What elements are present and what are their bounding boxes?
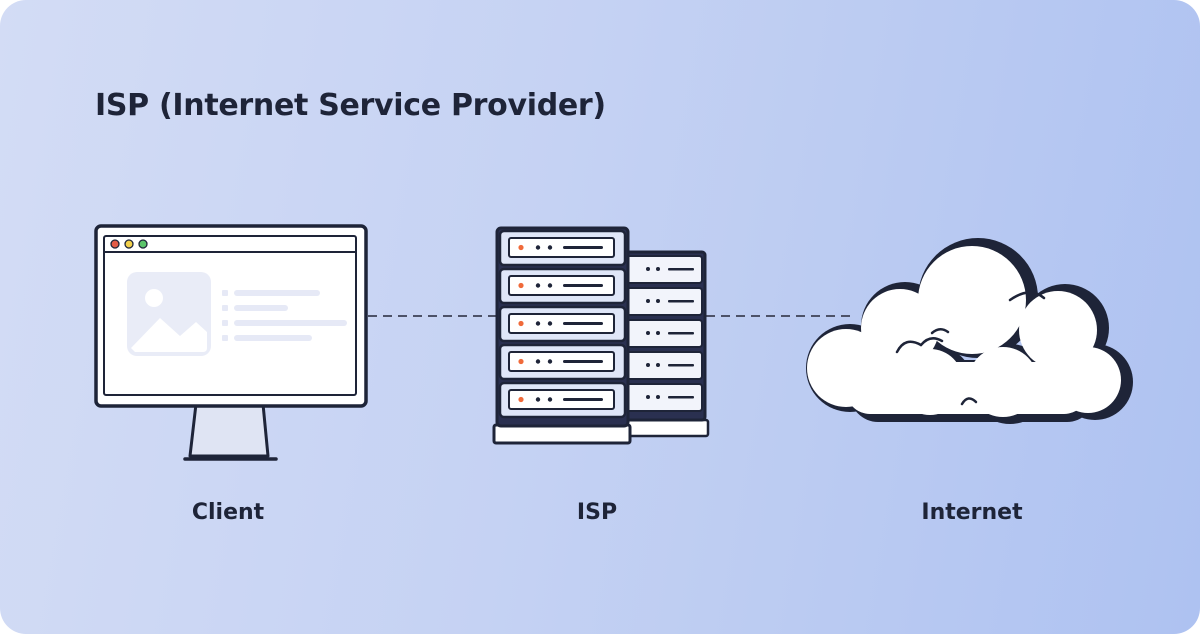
monitor-icon xyxy=(94,224,368,461)
window-maximize-dot xyxy=(138,239,148,249)
isp-label: ISP xyxy=(576,500,618,525)
diagram-title: ISP (Internet Service Provider) xyxy=(95,88,606,123)
server-rack-front xyxy=(492,226,632,445)
internet-label: Internet xyxy=(921,500,1023,525)
server-rack-back xyxy=(610,250,710,438)
monitor-stand xyxy=(188,402,270,458)
cloud-icon xyxy=(806,238,1133,424)
window-minimize-dot xyxy=(124,239,134,249)
text-lines-placeholder xyxy=(222,290,347,341)
client-label: Client xyxy=(191,500,265,525)
server-status-led xyxy=(518,244,524,403)
window-close-dot xyxy=(110,239,120,249)
server-rack-icon xyxy=(492,226,710,445)
image-placeholder-icon xyxy=(127,272,211,356)
